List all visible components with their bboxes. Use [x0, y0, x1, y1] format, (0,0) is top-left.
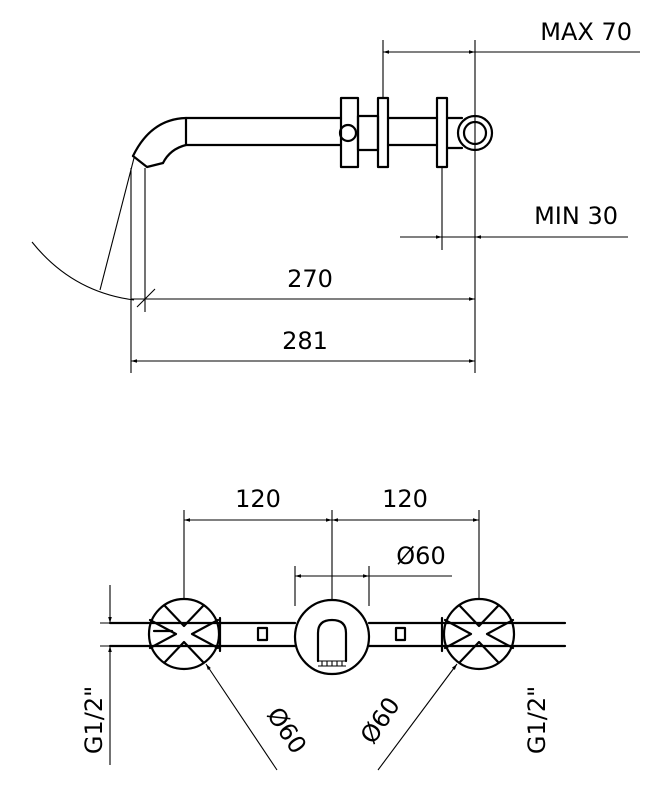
spout-front	[293, 598, 371, 676]
extension-lines-side	[130, 40, 476, 373]
dim-max-70: MAX 70	[383, 18, 640, 54]
dim-left-label: 120	[235, 485, 281, 513]
left-handle-front	[147, 597, 221, 671]
dia-left-label: Ø60	[261, 702, 312, 759]
dim-min-30: MIN 30	[400, 202, 628, 239]
dim-dia-right: Ø60	[355, 663, 458, 771]
extension-lines-front	[100, 510, 565, 647]
spout-side	[131, 116, 343, 169]
handle-side	[338, 96, 380, 169]
dim-thread-left: G1/2"	[80, 585, 112, 765]
dim-thread-right: G1/2"	[523, 686, 551, 754]
dim-270: 270	[131, 265, 475, 308]
dim-120-right: 120	[332, 485, 479, 522]
dim-281-label: 281	[282, 327, 328, 355]
dim-281: 281	[131, 327, 475, 363]
dia-right-label: Ø60	[355, 692, 406, 749]
dim-270-label: 270	[287, 265, 333, 293]
pipes-front	[108, 616, 567, 653]
thread-left-label: G1/2"	[80, 686, 108, 754]
dim-dia-top: Ø60	[295, 542, 452, 578]
dim-dia-left: Ø60	[205, 663, 312, 771]
dim-right-label: 120	[382, 485, 428, 513]
dia-top-label: Ø60	[396, 542, 445, 570]
front-view: 120 120 Ø60 Ø60 Ø60 G1/2"	[80, 485, 567, 771]
dim-120-left: 120	[184, 485, 332, 522]
water-stream	[31, 157, 146, 301]
right-handle-front	[442, 597, 516, 671]
max-label: MAX 70	[540, 18, 632, 46]
thread-right-label: G1/2"	[523, 686, 551, 754]
min-label: MIN 30	[534, 202, 618, 230]
side-view: MAX 70 MIN 30 270 281	[31, 18, 640, 373]
